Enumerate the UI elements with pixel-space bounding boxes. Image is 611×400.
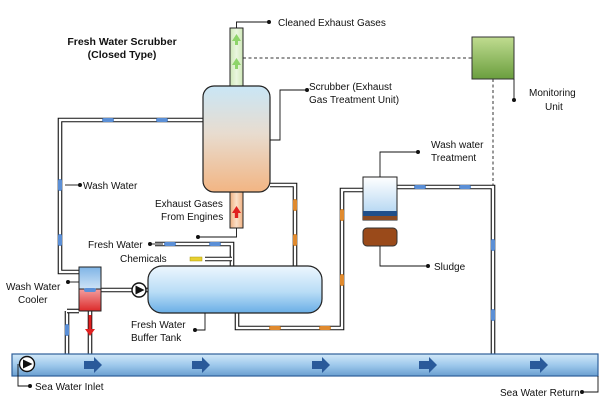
flow-arrow-icon [156,118,168,122]
signal-lines [243,57,494,185]
diagram-title: Fresh Water Scrubber [67,36,176,48]
exhaust-stack [229,27,244,91]
flow-arrow-icon [414,185,426,189]
flow-arrow-icon [319,326,331,330]
label-monitoring-1: Monitoring [529,88,576,99]
buffer-tank [147,265,323,314]
right-arrow-icon [192,357,210,373]
label-wash-water: Wash Water [83,181,138,192]
flow-arrow-icon [84,288,96,292]
label-sludge: Sludge [434,262,466,273]
label-chemicals: Chemicals [120,254,167,265]
monitoring-unit [471,36,515,80]
label-buffer-2: Buffer Tank [131,333,182,344]
flow-arrow-icon [209,242,221,246]
down-arrow-icon [85,315,95,336]
flow-arrow-icon [164,242,176,246]
flow-arrow-icon [293,199,297,211]
scrubber-vessel [202,85,271,193]
flow-arrows [58,118,495,336]
flow-arrow-icon [491,239,495,251]
leader-dots [28,20,584,394]
sea-water-main [11,353,599,377]
sea-water-pump [18,355,36,373]
chemicals-dosing-marker [189,256,203,262]
label-exhaust-in-2: From Engines [161,212,223,223]
flow-arrow-icon [65,324,69,336]
up-arrow-icon [232,206,241,213]
wash-water-treatment-unit [362,176,398,221]
up-arrow-icon [232,34,241,41]
right-arrow-icon [419,357,437,373]
label-cooler-2: Cooler [18,295,48,306]
label-sea-inlet: Sea Water Inlet [35,382,104,393]
piping [57,117,496,354]
label-cooler-1: Wash Water [6,282,61,293]
label-monitoring-2: Unit [545,102,563,113]
exhaust-inlet-duct [229,187,244,229]
circulation-pump [131,282,147,298]
labels: Fresh Water Scrubber (Closed Type) Clean… [6,18,580,399]
label-cleaned-exhaust: Cleaned Exhaust Gases [278,18,386,29]
pump-icon [135,285,145,295]
flow-arrow-icon [58,179,62,191]
label-sea-return: Sea Water Return [500,388,580,399]
pump-icon [23,359,33,369]
right-arrow-icon [84,357,102,373]
flow-arrow-icon [269,326,281,330]
label-treatment-1: Wash water [431,140,484,151]
right-arrow-icon [312,357,330,373]
diagram-subtitle: (Closed Type) [88,49,157,61]
up-arrow-icon [232,58,241,65]
leader-lines [17,21,599,393]
label-exhaust-in-1: Exhaust Gases [155,199,223,210]
flow-arrow-icon [58,234,62,246]
label-fresh-water: Fresh Water [88,240,143,251]
flow-arrow-icon [459,185,471,189]
wash-water-cooler [78,266,102,312]
flow-arrow-icon [293,234,297,246]
label-treatment-2: Treatment [431,153,476,164]
flow-arrow-icon [340,274,344,286]
label-scrubber-1: Scrubber (Exhaust [309,82,392,93]
right-arrow-icon [530,357,548,373]
sludge-tank [362,227,398,247]
sea-flow-arrows [84,357,548,373]
flow-arrow-icon [102,118,114,122]
label-buffer-1: Fresh Water [131,320,186,331]
flow-arrow-icon [491,309,495,321]
label-scrubber-2: Gas Treatment Unit) [309,95,399,106]
flow-arrow-icon [340,209,344,221]
